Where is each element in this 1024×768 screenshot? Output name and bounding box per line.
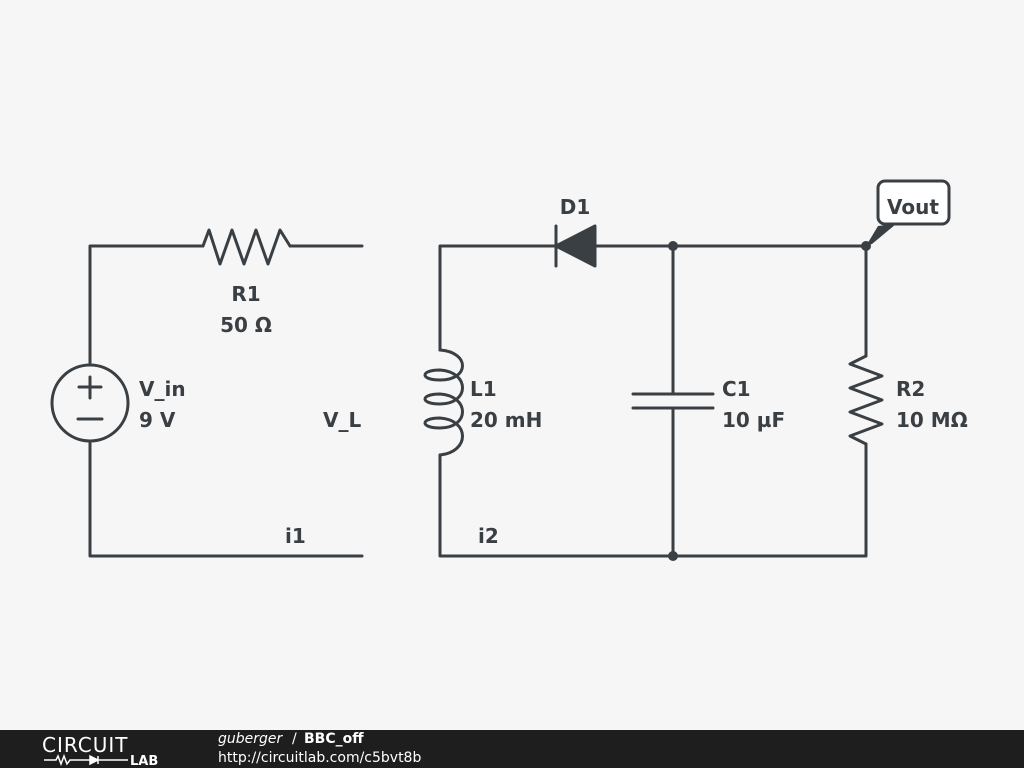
v-in-value: 9 V [139,408,176,432]
i1-label: i1 [285,524,306,548]
c1-name: C1 [722,377,751,401]
junction-dot-bottom [668,551,678,561]
v-in-name: V_in [139,377,186,401]
footer-separator: / [292,731,297,747]
l1-name: L1 [470,377,497,401]
wire-r2-bottom [438,442,868,558]
resistor-r2 [848,354,884,446]
wire-top-right [593,244,868,358]
v-l-label: V_L [323,408,361,432]
i2-label: i2 [478,524,499,548]
d1-name: D1 [560,195,591,219]
footer-username[interactable]: guberger [218,731,283,747]
vout-net-label: Vout [866,179,951,246]
r1-value: 50 Ω [220,313,272,337]
footer-url-link[interactable]: http://circuitlab.com/c5bvt8b [218,750,422,766]
wire-l1-top [438,244,558,352]
footer-circuit-title[interactable]: BBC_off [304,731,364,747]
inductor-l1 [423,348,464,457]
voltage-source-v-in [50,363,130,443]
logo-text-bottom: LAB [130,754,158,766]
junction-dot-top [668,241,678,251]
c1-value: 10 µF [722,408,785,432]
footer-bar [0,730,1024,768]
logo-text-top: CIRCUIT [42,734,128,757]
r1-name: R1 [231,282,260,306]
logo-diode-icon [89,754,100,766]
r2-name: R2 [896,377,925,401]
diode-d1 [554,224,597,268]
vout-label: Vout [887,195,939,219]
circuit-schematic: Vout R1 50 Ω V_in 9 V V_L L1 20 mH D1 C1… [50,179,968,561]
l1-value: 20 mH [470,408,542,432]
wire-left-bottom [88,441,364,558]
wire-left-top [88,244,205,365]
capacitor-c1 [631,244,715,558]
r2-value: 10 MΩ [896,408,968,432]
circuitlab-logo[interactable]: CIRCUIT LAB [42,734,177,766]
resistor-r1 [201,228,292,266]
logo-resistor-icon [44,753,90,766]
